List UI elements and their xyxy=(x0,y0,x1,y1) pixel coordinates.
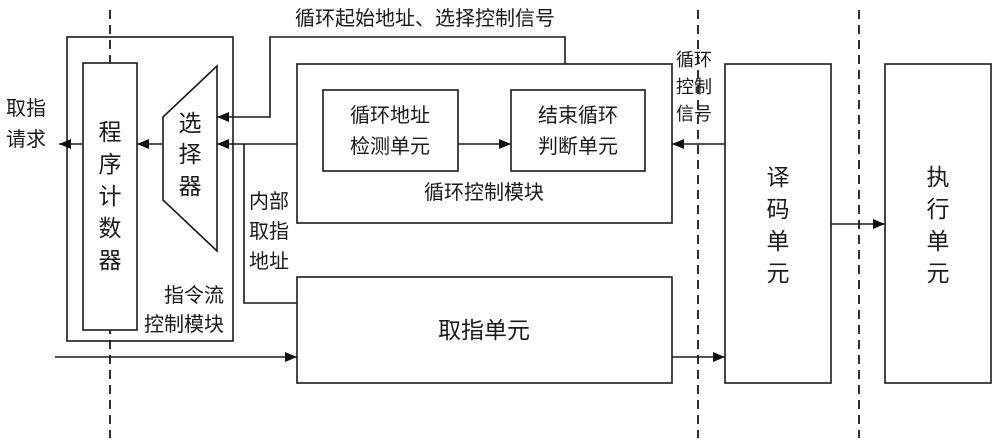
decode-unit-char: 码 xyxy=(767,197,790,223)
program-counter-label: 程 序 计 数 器 xyxy=(99,120,122,274)
selector-mux xyxy=(162,64,218,253)
loop-address-detect-unit xyxy=(322,89,459,172)
end-loop-judge-label: 判断单元 xyxy=(538,134,618,158)
loop-start-select-signal-line xyxy=(217,36,566,122)
decode-unit-char: 译 xyxy=(767,165,790,191)
decode-unit-char: 元 xyxy=(767,261,790,287)
internal-fetch-address-label: 内部 取指 地址 xyxy=(249,189,289,273)
execute-unit xyxy=(884,63,992,384)
loop-control-signal-text: 循环 xyxy=(676,50,712,71)
fetch-unit xyxy=(296,276,673,384)
loop-control-signal-text: 信号 xyxy=(676,104,712,125)
program-counter-box xyxy=(82,62,138,331)
instruction-flow-module-label: 控制模块 xyxy=(144,312,224,336)
decode-unit-char: 单 xyxy=(767,229,790,255)
end-loop-judge-label: 结束循环 xyxy=(538,103,618,127)
program-counter-char: 数 xyxy=(99,216,122,242)
loop-address-detect-label: 检测单元 xyxy=(350,134,430,158)
program-counter-char: 程 xyxy=(99,120,122,146)
execute-unit-char: 执 xyxy=(927,165,950,191)
internal-fetch-address-line xyxy=(243,144,297,304)
execute-unit-char: 元 xyxy=(927,261,950,287)
loop-control-signal-text: 控制 xyxy=(676,77,712,98)
selector-char: 器 xyxy=(179,174,202,200)
decode-unit xyxy=(724,63,832,384)
internal-fetch-address-text: 地址 xyxy=(249,249,289,273)
execute-unit-char: 行 xyxy=(927,197,950,223)
execute-unit-label: 执 行 单 元 xyxy=(927,165,950,287)
program-counter-char: 计 xyxy=(99,184,122,210)
program-counter-char: 序 xyxy=(99,152,122,178)
program-counter-char: 器 xyxy=(99,248,122,274)
loop-start-select-signal-label: 循环起始地址、选择控制信号 xyxy=(295,6,555,30)
selector-char: 选 xyxy=(179,111,202,137)
end-loop-judge-unit xyxy=(510,89,646,172)
selector-char: 择 xyxy=(179,142,202,168)
fetch-request-label: 请求 xyxy=(6,127,46,151)
decode-unit-label: 译 码 单 元 xyxy=(767,165,790,287)
internal-fetch-address-text: 取指 xyxy=(249,219,289,243)
selector-label: 选 择 器 xyxy=(179,111,202,200)
execute-unit-char: 单 xyxy=(927,229,950,255)
fetch-request-label: 取指 xyxy=(6,96,46,120)
loop-control-module-label: 循环控制模块 xyxy=(424,180,544,204)
loop-address-detect-label: 循环地址 xyxy=(350,103,430,127)
internal-fetch-address-text: 内部 xyxy=(249,189,289,213)
instruction-flow-control-module xyxy=(66,36,234,342)
fetch-unit-label: 取指单元 xyxy=(438,318,530,344)
instruction-flow-module-label: 指令流 xyxy=(164,283,224,307)
loop-control-signal-label: 循环 控制 信号 xyxy=(676,50,712,125)
